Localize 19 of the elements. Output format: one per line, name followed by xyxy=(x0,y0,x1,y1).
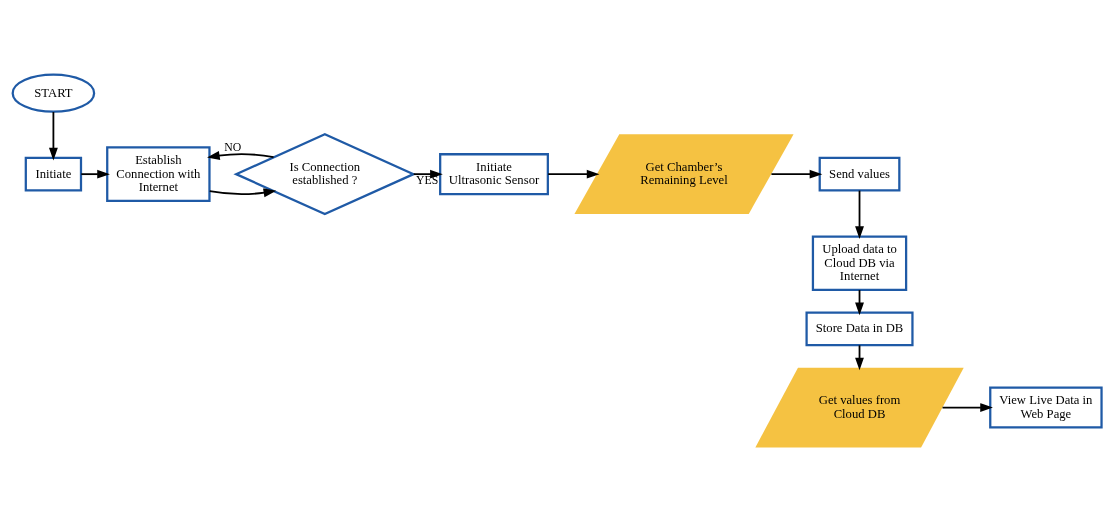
edge-label: YES xyxy=(416,173,439,187)
node-box: View Live Data in Web Page xyxy=(989,386,1103,429)
node-box: Establish Connection with Internet xyxy=(106,146,211,202)
arrow xyxy=(770,169,823,179)
arrow xyxy=(941,403,993,412)
node-box: Initiate Ultrasonic Sensor xyxy=(439,153,549,196)
arrow xyxy=(207,151,275,160)
arrow xyxy=(48,111,58,161)
node-ellipse: START xyxy=(11,73,96,113)
node-box: Initiate xyxy=(24,156,83,192)
node-box: Upload data to Cloud DB via Internet xyxy=(811,235,908,292)
arrow xyxy=(547,169,600,179)
node-box: Send values xyxy=(818,156,901,192)
arrow xyxy=(80,169,110,179)
arrow xyxy=(855,189,864,240)
arrow xyxy=(412,169,443,179)
arrow xyxy=(208,188,277,198)
edge-label: NO xyxy=(224,140,242,154)
node-box: Store Data in DB xyxy=(805,311,914,347)
